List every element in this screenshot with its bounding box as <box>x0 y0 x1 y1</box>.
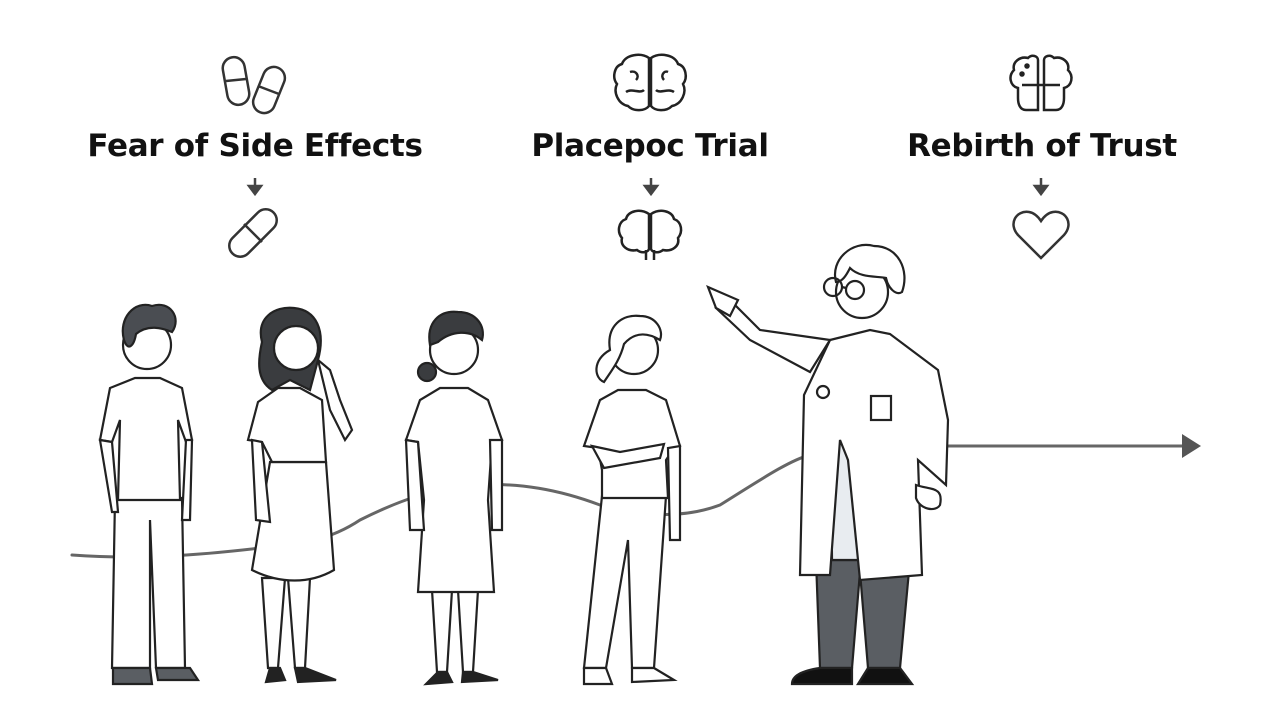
person-woman-long-hair <box>246 306 354 684</box>
person-man-curly-hair <box>98 303 201 686</box>
two-pills-icon <box>221 55 287 115</box>
person-woman-light-hair <box>582 314 682 686</box>
down-arrow-icon <box>246 178 264 197</box>
doctor-figure <box>706 243 950 686</box>
person-woman-bun <box>404 310 504 686</box>
brain-icon <box>617 209 683 260</box>
brain-pill-icon <box>1009 54 1073 112</box>
down-arrow-icon <box>642 178 660 197</box>
stage-label-fear: Fear of Side Effects <box>87 128 423 164</box>
heart-icon <box>1012 210 1070 260</box>
stage-label-placebo: Placepoc Trial <box>531 128 769 164</box>
down-arrow-icon <box>1032 178 1050 197</box>
pill-icon <box>228 208 278 258</box>
stage-label-trust: Rebirth of Trust <box>907 128 1177 164</box>
brain-icon <box>613 53 687 112</box>
timeline-arrowhead-icon <box>1182 434 1201 458</box>
